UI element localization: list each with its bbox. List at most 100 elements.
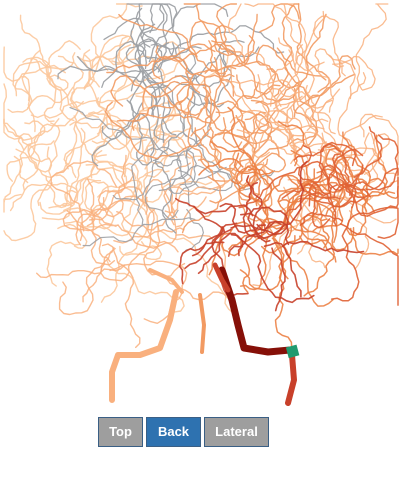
vessel-branch <box>100 209 155 282</box>
vessel-branch <box>151 55 194 85</box>
vessel-branch <box>149 3 174 34</box>
vessel-branch <box>305 13 330 93</box>
vessel-branch <box>6 118 60 182</box>
vessel-branch <box>90 196 148 237</box>
vessel-branch <box>126 99 155 163</box>
vessel-branch <box>242 50 274 107</box>
vessel-branch <box>82 209 179 247</box>
vessel-branch <box>322 157 371 189</box>
back-view-button[interactable]: Back <box>146 417 201 447</box>
vessel-branch <box>97 179 143 198</box>
vessel-branch <box>9 183 73 212</box>
vessel-branch <box>3 119 41 191</box>
vessel-branch <box>82 246 115 303</box>
vessel-branch <box>348 210 370 270</box>
vessel-branch <box>281 3 301 86</box>
vessel-branch <box>190 86 213 137</box>
vessel-branch <box>185 69 204 146</box>
vessel-branch <box>22 57 57 123</box>
vessel-branch <box>77 42 170 74</box>
vessel-branch <box>303 94 319 147</box>
vessel-branch <box>242 182 271 243</box>
vessel-branch <box>328 54 356 100</box>
lateral-view-button[interactable]: Lateral <box>204 417 269 447</box>
vessel-branch <box>276 47 327 81</box>
vessel-branch <box>263 3 309 103</box>
vessel-branch <box>227 106 257 190</box>
vessel-3d-viewer[interactable] <box>0 0 402 410</box>
vessel-branch <box>112 158 182 201</box>
vessel-branch <box>3 83 22 140</box>
vessel-branch <box>293 143 355 209</box>
vessel-branch <box>236 129 270 158</box>
vessel-branch <box>230 220 290 246</box>
vessel-branch <box>230 164 273 215</box>
vessel-branch <box>152 114 187 162</box>
vessel-trunk <box>148 268 184 294</box>
left-carotid-trunk <box>109 289 179 403</box>
vessel-branch <box>209 117 227 169</box>
vessel-branch <box>244 3 308 68</box>
vessel-branch <box>325 147 352 184</box>
vessel-branch <box>62 208 119 232</box>
vessel-branch <box>230 233 315 304</box>
vessel-branch <box>175 197 226 233</box>
vessel-branch <box>183 3 246 64</box>
vessel-branch <box>62 178 102 207</box>
vessel-branch <box>181 158 223 234</box>
center-trunk <box>198 293 206 354</box>
vessel-marker <box>285 344 300 359</box>
vessel-branch <box>57 55 103 117</box>
selected-point-marker[interactable] <box>285 344 300 359</box>
vessel-branch <box>299 211 344 226</box>
vessel-trunk <box>212 262 231 293</box>
vessel-branch <box>3 46 66 82</box>
left-connector <box>148 268 184 294</box>
vessel-branch <box>219 58 329 122</box>
vessel-branch <box>293 55 356 118</box>
vessel-branch <box>103 17 180 112</box>
vessel-branch <box>349 227 399 256</box>
vessel-branch <box>255 84 311 105</box>
vessel-branch <box>313 164 364 208</box>
vessel-branch <box>158 164 234 192</box>
vessel-branch <box>323 145 369 202</box>
vessel-trunk <box>198 293 206 354</box>
vessel-branch <box>300 196 337 263</box>
vessel-branch <box>292 141 328 156</box>
vessel-branch <box>106 259 185 313</box>
vessel-branch <box>101 243 141 349</box>
vessel-branch <box>327 148 364 227</box>
vessel-branch <box>330 182 355 251</box>
vessel-branch <box>299 235 335 297</box>
vessel-branch <box>148 3 229 63</box>
vessel-branch <box>204 35 256 75</box>
top-view-button[interactable]: Top <box>98 417 143 447</box>
vessel-branch <box>333 183 372 199</box>
vessel-branch <box>247 168 338 244</box>
vessel-branch <box>270 88 336 135</box>
vessel-branch <box>295 44 325 72</box>
vessel-branch <box>330 212 365 302</box>
vessel-branch <box>21 49 41 133</box>
left-hemisphere-vessels <box>3 3 235 349</box>
vessel-branch <box>48 189 77 209</box>
vessel-branch <box>197 232 244 275</box>
vessel-branch <box>91 124 137 150</box>
vessel-branch <box>318 141 357 192</box>
vessel-branch <box>316 134 388 198</box>
vessel-branch <box>272 232 293 350</box>
vessel-branch <box>97 169 146 218</box>
vessel-branch <box>154 157 177 234</box>
vessel-trunk <box>218 266 294 356</box>
vessel-branch <box>176 83 212 120</box>
vessel-branch <box>298 179 341 200</box>
vessel-branch <box>191 226 224 257</box>
right-red-trunk <box>285 352 297 406</box>
vessel-branch <box>274 175 299 238</box>
vessel-branch <box>131 146 182 226</box>
vessel-branch <box>3 182 53 242</box>
vessel-branch <box>227 3 282 132</box>
vessel-branch <box>267 37 294 107</box>
vessel-branch <box>286 131 324 153</box>
